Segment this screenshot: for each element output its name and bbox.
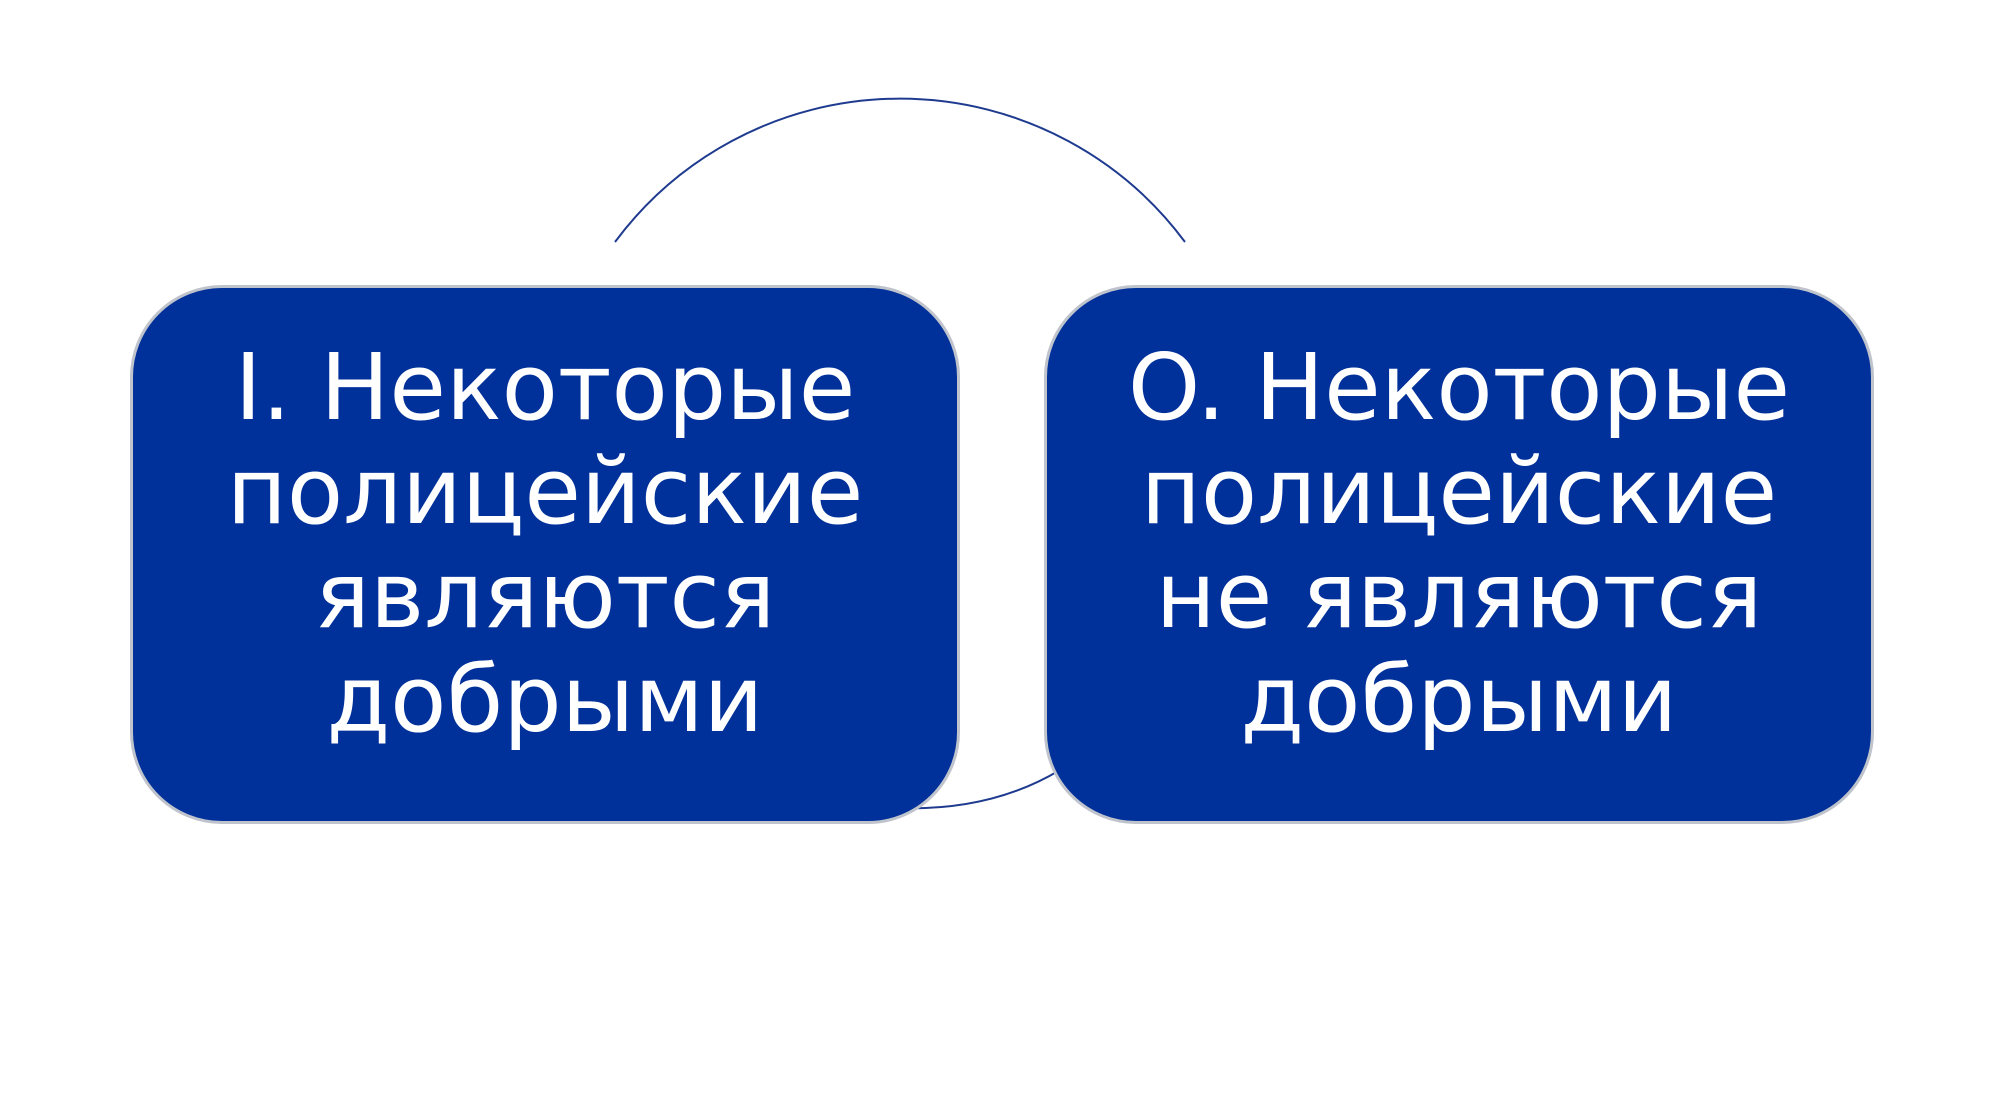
proposition-i-text: I. Некоторые полицейские являются добрым… (226, 333, 864, 753)
proposition-o-box: O. Некоторые полицейские не являются доб… (1044, 285, 1874, 824)
cycle-arc-top (614, 97, 1186, 243)
proposition-o-text: O. Некоторые полицейские не являются доб… (1127, 333, 1791, 753)
proposition-i-box: I. Некоторые полицейские являются добрым… (130, 285, 960, 824)
